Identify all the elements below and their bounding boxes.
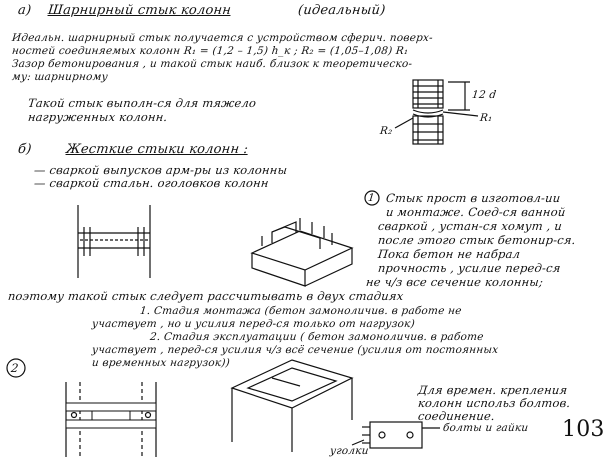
page-number: 103 xyxy=(562,417,605,442)
bolts-label: болты и гайки xyxy=(442,422,529,434)
angles-label: уголки xyxy=(329,445,370,457)
